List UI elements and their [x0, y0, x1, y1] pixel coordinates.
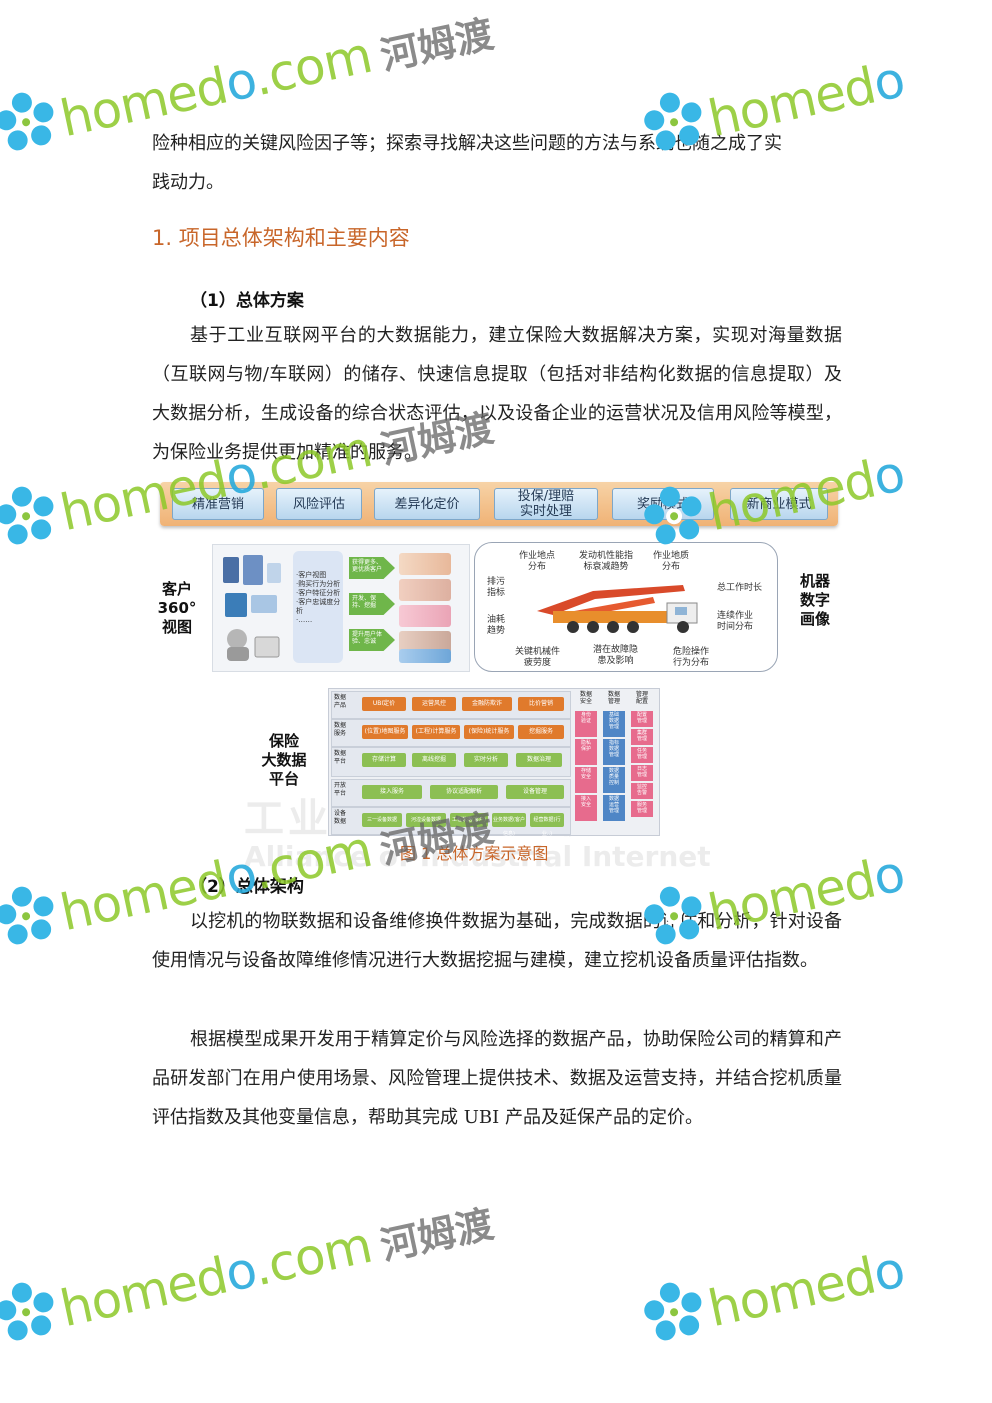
chip-access-service: 接入服务	[362, 785, 422, 799]
architecture-figure: 工业互联网产业联盟 Alliance of Industrial Interne…	[152, 476, 842, 873]
chip-map-service: (位置)地图服务	[362, 725, 408, 739]
paragraph-overall-plan: 基于工业互联网平台的大数据能力，建立保险大数据解决方案，实现对海量数据（互联网与…	[152, 325, 842, 463]
paragraph-architecture-basis: 以挖机的物联数据和设备维修换件数据为基础，完成数据的评估和分析，针对设备使用情况…	[152, 911, 842, 971]
chip-realtime-analysis: 实时分析	[464, 753, 508, 767]
machine-label-emission: 排污 指标	[487, 577, 506, 598]
watermark-bottom-right: homedo	[637, 1232, 909, 1348]
machine-label-engine-performance: 发动机性能指 标衰减趋势	[579, 551, 634, 572]
subheading-overall-architecture: （2）总体架构	[190, 877, 304, 897]
customer-arrow-3: 提升用户体验、忠诚	[349, 629, 395, 651]
chip-operating-data: 经营数据(行业..)	[530, 813, 564, 837]
platform-row-data-service: 数据 服务 (位置)地图服务 (工程)计算服务 (保险)统计服务 挖掘服务	[331, 719, 571, 747]
scenario-reward-model: 奖励模式	[612, 488, 714, 520]
business-scenarios-bar: 精准营销 风险评估 差异化定价 投保/理赔 实时处理 奖励模式 新商业模式	[160, 482, 838, 526]
chip-sany-data: 三一设备数据	[362, 813, 402, 827]
customer-photo-4	[399, 631, 451, 653]
machine-label-fuel: 油耗 趋势	[487, 615, 506, 636]
chip-operation-risk: 运营风控	[412, 697, 456, 711]
platform-row-data-product: 数据 产品 UBI定价 运营风控 金融防欺诈 比价营销	[331, 691, 571, 719]
chip-mining-service: 挖掘服务	[518, 725, 564, 739]
machine-portrait-label: 机器 数字 画像	[799, 572, 830, 628]
machine-label-geology: 作业地质 分布	[653, 551, 690, 572]
flower-logo-icon	[0, 886, 54, 945]
chip-storage-compute: 存储计算	[362, 753, 406, 767]
insurance-bigdata-platform: 数据 产品 UBI定价 运营风控 金融防欺诈 比价营销 数据 服务 (位置)地图…	[328, 688, 660, 837]
chip-engineering-data: 工程数据(客户)	[450, 813, 488, 827]
platform-col-config: 管理 配置 配置 管理 集群 管理 任务 管理 日志 管理 监控 告警 服务 管…	[629, 691, 655, 831]
platform-col-security: 数据 安全 身份 验证 隐私 保护 存储 安全 接入 安全	[573, 691, 599, 831]
chip-anti-fraud: 金融防欺诈	[462, 697, 512, 711]
devices-icon	[223, 555, 281, 661]
machine-label-dangerous-ops: 危险操作 行为分布	[673, 647, 710, 668]
flower-logo-icon	[644, 1282, 702, 1341]
paragraph-intro-line2: 践动力。	[152, 172, 224, 193]
customer-view-panel: ·客户视图 ·购买行为分析 ·客户特征分析 ·客户忠诚度分析 ·…… 获得更多、…	[212, 544, 470, 672]
scenario-risk-assessment: 风险评估	[276, 488, 362, 520]
pump-truck-icon	[537, 585, 698, 633]
customer-photo-3	[399, 605, 451, 627]
platform-row-open-platform: 开放 平台 接入服务 协议适配解析 设备管理	[331, 779, 571, 807]
scenario-precision-marketing: 精准营销	[172, 488, 264, 520]
chip-stat-service: (保险)统计服务	[464, 725, 514, 739]
chip-compute-service: (工程)计算服务	[412, 725, 460, 739]
paragraph-data-products: 根据模型成果开发用于精算定价与风险选择的数据产品，协助保险公司的精算和产品研发部…	[152, 1029, 842, 1128]
subheading-overall-plan: （1）总体方案	[190, 291, 304, 311]
customer-photo-5	[399, 649, 451, 663]
machine-portrait-panel: 作业地点 分布 发动机性能指 标衰减趋势 作业地质 分布 排污 指标 总工作时长…	[474, 542, 778, 672]
chip-device-management: 设备管理	[506, 785, 564, 799]
flower-logo-icon	[0, 486, 54, 545]
machine-label-fatigue: 关键机械件 疲劳度	[515, 647, 561, 668]
chip-business-data: 业务数据(客户信息)	[492, 813, 526, 837]
customer-arrow-2: 开发、保持、挖掘	[349, 593, 395, 615]
chip-ubi-pricing: UBI定价	[362, 697, 406, 711]
machine-label-continuous-work: 连续作业 时间分布	[717, 611, 754, 632]
customer-360-label: 客户 360° 视图	[157, 580, 197, 636]
platform-row-device-data: 设备 数据 三一设备数据 河湟设备数据 工程数据(客户) 业务数据(客户信息) …	[331, 807, 571, 837]
scenario-differential-pricing: 差异化定价	[374, 488, 480, 520]
customer-arrow-1: 获得更多、更优质客户	[349, 557, 395, 579]
figure-bg-watermark-en: Alliance of Industrial Internet	[244, 840, 711, 873]
chip-offline-mining: 离线挖掘	[412, 753, 456, 767]
paragraph-intro-line1: 险种相应的关键风险因子等；探索寻找解决这些问题的方法与系统也随之成了实	[152, 133, 782, 154]
flower-logo-icon	[0, 1282, 54, 1341]
watermark-bottom-left: homedo.com 河姆渡	[0, 1182, 497, 1348]
customer-photo-2	[399, 579, 451, 601]
customer-photo-1	[399, 553, 451, 575]
machine-label-work-location: 作业地点 分布	[519, 551, 556, 572]
insurance-platform-label: 保险 大数据 平台	[261, 732, 307, 788]
scenario-claims-realtime: 投保/理赔 实时处理	[494, 488, 598, 520]
machine-label-faults: 潜在故障隐 患及影响	[593, 645, 639, 666]
customer-analysis-list: ·客户视图 ·购买行为分析 ·客户特征分析 ·客户忠诚度分析 ·……	[293, 551, 343, 663]
machine-label-total-hours: 总工作时长	[717, 583, 763, 593]
chip-data-governance: 数据治理	[516, 753, 562, 767]
platform-row-data-platform: 数据 平台 存储计算 离线挖掘 实时分析 数据治理	[331, 747, 571, 777]
flower-logo-icon	[0, 92, 54, 151]
chip-price-marketing: 比价营销	[518, 697, 564, 711]
platform-col-management: 数据 管理 基础 数据 管理 指标 数据 管理 数据 质量 控制 数据 运营 管…	[601, 691, 627, 831]
chip-protocol-parse: 协议适配解析	[430, 785, 498, 799]
chip-other-device-data: 河湟设备数据	[406, 813, 446, 827]
scenario-new-business-model: 新商业模式	[730, 488, 828, 520]
section-heading: 1. 项目总体架构和主要内容	[152, 226, 410, 250]
figure-caption: 图 1 总体方案示意图	[400, 844, 549, 863]
